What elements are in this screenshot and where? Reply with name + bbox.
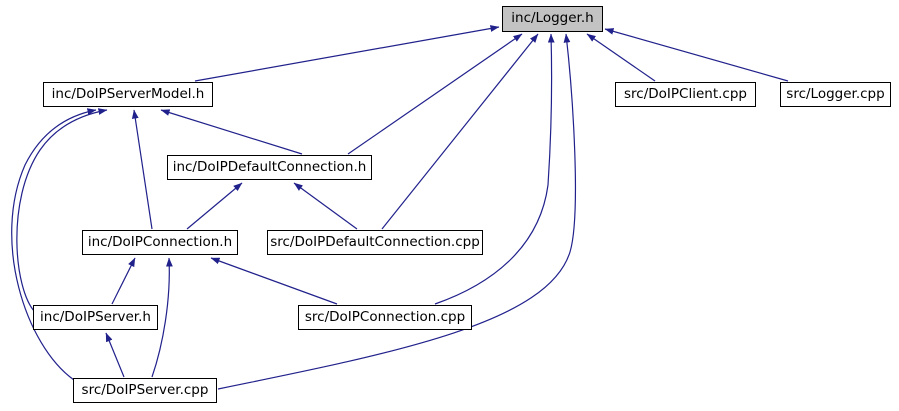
edge-servermodel_h-to-logger_h (194, 25, 500, 82)
node-src-logger-cpp[interactable]: src/Logger.cpp (780, 82, 891, 107)
node-inc-doipconnection-h[interactable]: inc/DoIPConnection.h (82, 230, 238, 255)
node-src-doipserver-cpp[interactable]: src/DoIPServer.cpp (73, 378, 217, 403)
node-inc-logger-h[interactable]: inc/Logger.h (502, 6, 603, 32)
edge-server_cpp-to-server_h (105, 332, 125, 378)
node-inc-doipservermodel-h[interactable]: inc/DoIPServerModel.h (43, 82, 213, 107)
edge-client_cpp-to-logger_h (586, 33, 656, 82)
node-src-doipclient-cpp[interactable]: src/DoIPClient.cpp (615, 82, 756, 107)
edge-connection_cpp-to-logger_h (434, 33, 555, 305)
edge-connection_h-to-defaultconnection_h (186, 182, 243, 230)
node-inc-doipdefaultconnection-h[interactable]: inc/DoIPDefaultConnection.h (167, 155, 372, 180)
node-inc-doipserver-h[interactable]: inc/DoIPServer.h (33, 305, 158, 330)
edge-logger_cpp-to-logger_h (604, 28, 789, 82)
edge-server_h-to-servermodel_h (16, 108, 108, 313)
edge-server_h-to-connection_h (111, 257, 136, 305)
edge-defaultconnection_h-to-logger_h (347, 33, 523, 155)
edge-defaultconnection_cpp-to-logger_h (381, 33, 539, 230)
edge-defaultconnection_cpp-to-defaultconnection_h (293, 182, 358, 230)
node-src-doipdefaultconnection-cpp[interactable]: src/DoIPDefaultConnection.cpp (267, 230, 483, 255)
edge-connection_h-to-servermodel_h (131, 109, 153, 230)
edge-server_cpp-to-connection_h (151, 257, 173, 378)
edge-connection_cpp-to-connection_h (210, 257, 338, 305)
edge-server_cpp-to-servermodel_h (11, 108, 97, 381)
edge-server_cpp-to-logger_h (217, 33, 577, 390)
node-src-doipconnection-cpp[interactable]: src/DoIPConnection.cpp (298, 305, 472, 330)
edge-defaultconnection_h-to-servermodel_h (160, 109, 303, 155)
